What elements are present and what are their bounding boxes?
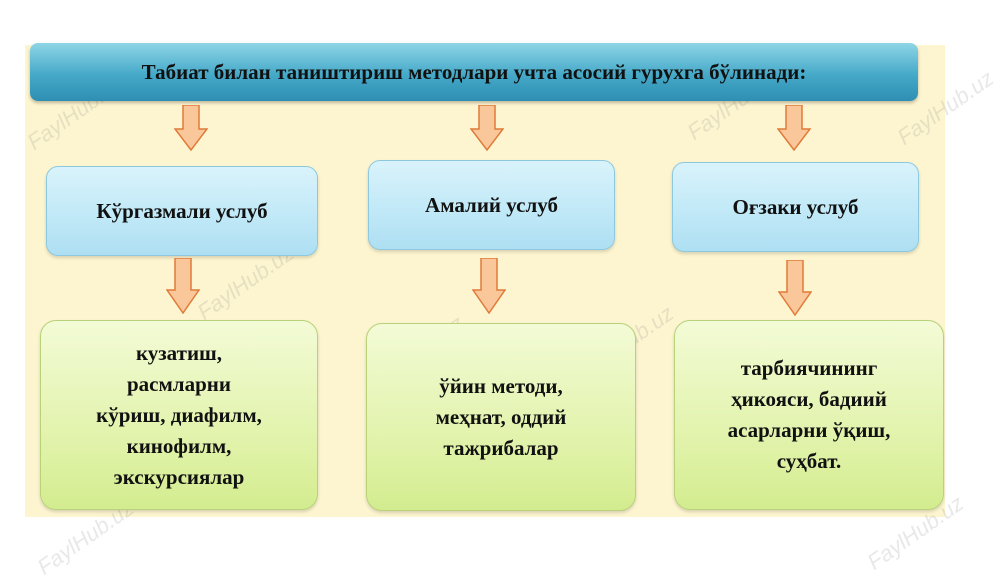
down-arrow-icon bbox=[174, 105, 208, 151]
method-box-practical: Амалий услуб bbox=[368, 160, 615, 250]
method-details-visual: кузатиш, расмларни кўриш, диафилм, киноф… bbox=[40, 320, 318, 510]
method-box-verbal: Оғзаки услуб bbox=[672, 162, 919, 252]
method-box-visual: Кўргазмали услуб bbox=[46, 166, 318, 256]
down-arrow-icon bbox=[166, 258, 200, 314]
down-arrow-icon bbox=[778, 260, 812, 316]
down-arrow-icon bbox=[777, 105, 811, 151]
method-details-verbal: тарбиячининг ҳикояси, бадиий асарларни ў… bbox=[674, 320, 944, 510]
down-arrow-icon bbox=[470, 105, 504, 151]
method-details-text: ўйин методи, меҳнат, оддий тажрибалар bbox=[435, 373, 567, 460]
method-details-text: тарбиячининг ҳикояси, бадиий асарларни ў… bbox=[727, 356, 891, 473]
method-details-text: кузатиш, расмларни кўриш, диафилм, киноф… bbox=[96, 340, 262, 489]
down-arrow-icon bbox=[472, 258, 506, 314]
method-details-practical: ўйин методи, меҳнат, оддий тажрибалар bbox=[366, 323, 636, 511]
diagram-title: Табиат билан таништириш методлари учта а… bbox=[30, 43, 918, 101]
